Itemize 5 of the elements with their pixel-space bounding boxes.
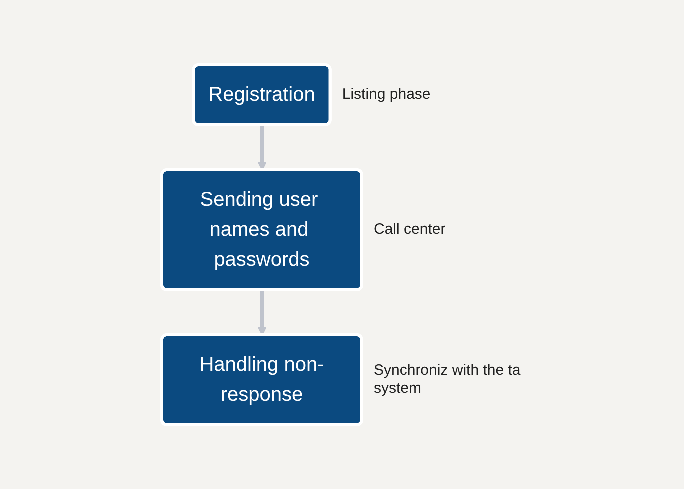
arrow [258,290,267,336]
arrow [258,124,267,170]
note-text: Synchroniz with the ta system [374,362,522,398]
note-text: Call center [374,220,446,238]
note-text: Listing phase [342,86,431,104]
